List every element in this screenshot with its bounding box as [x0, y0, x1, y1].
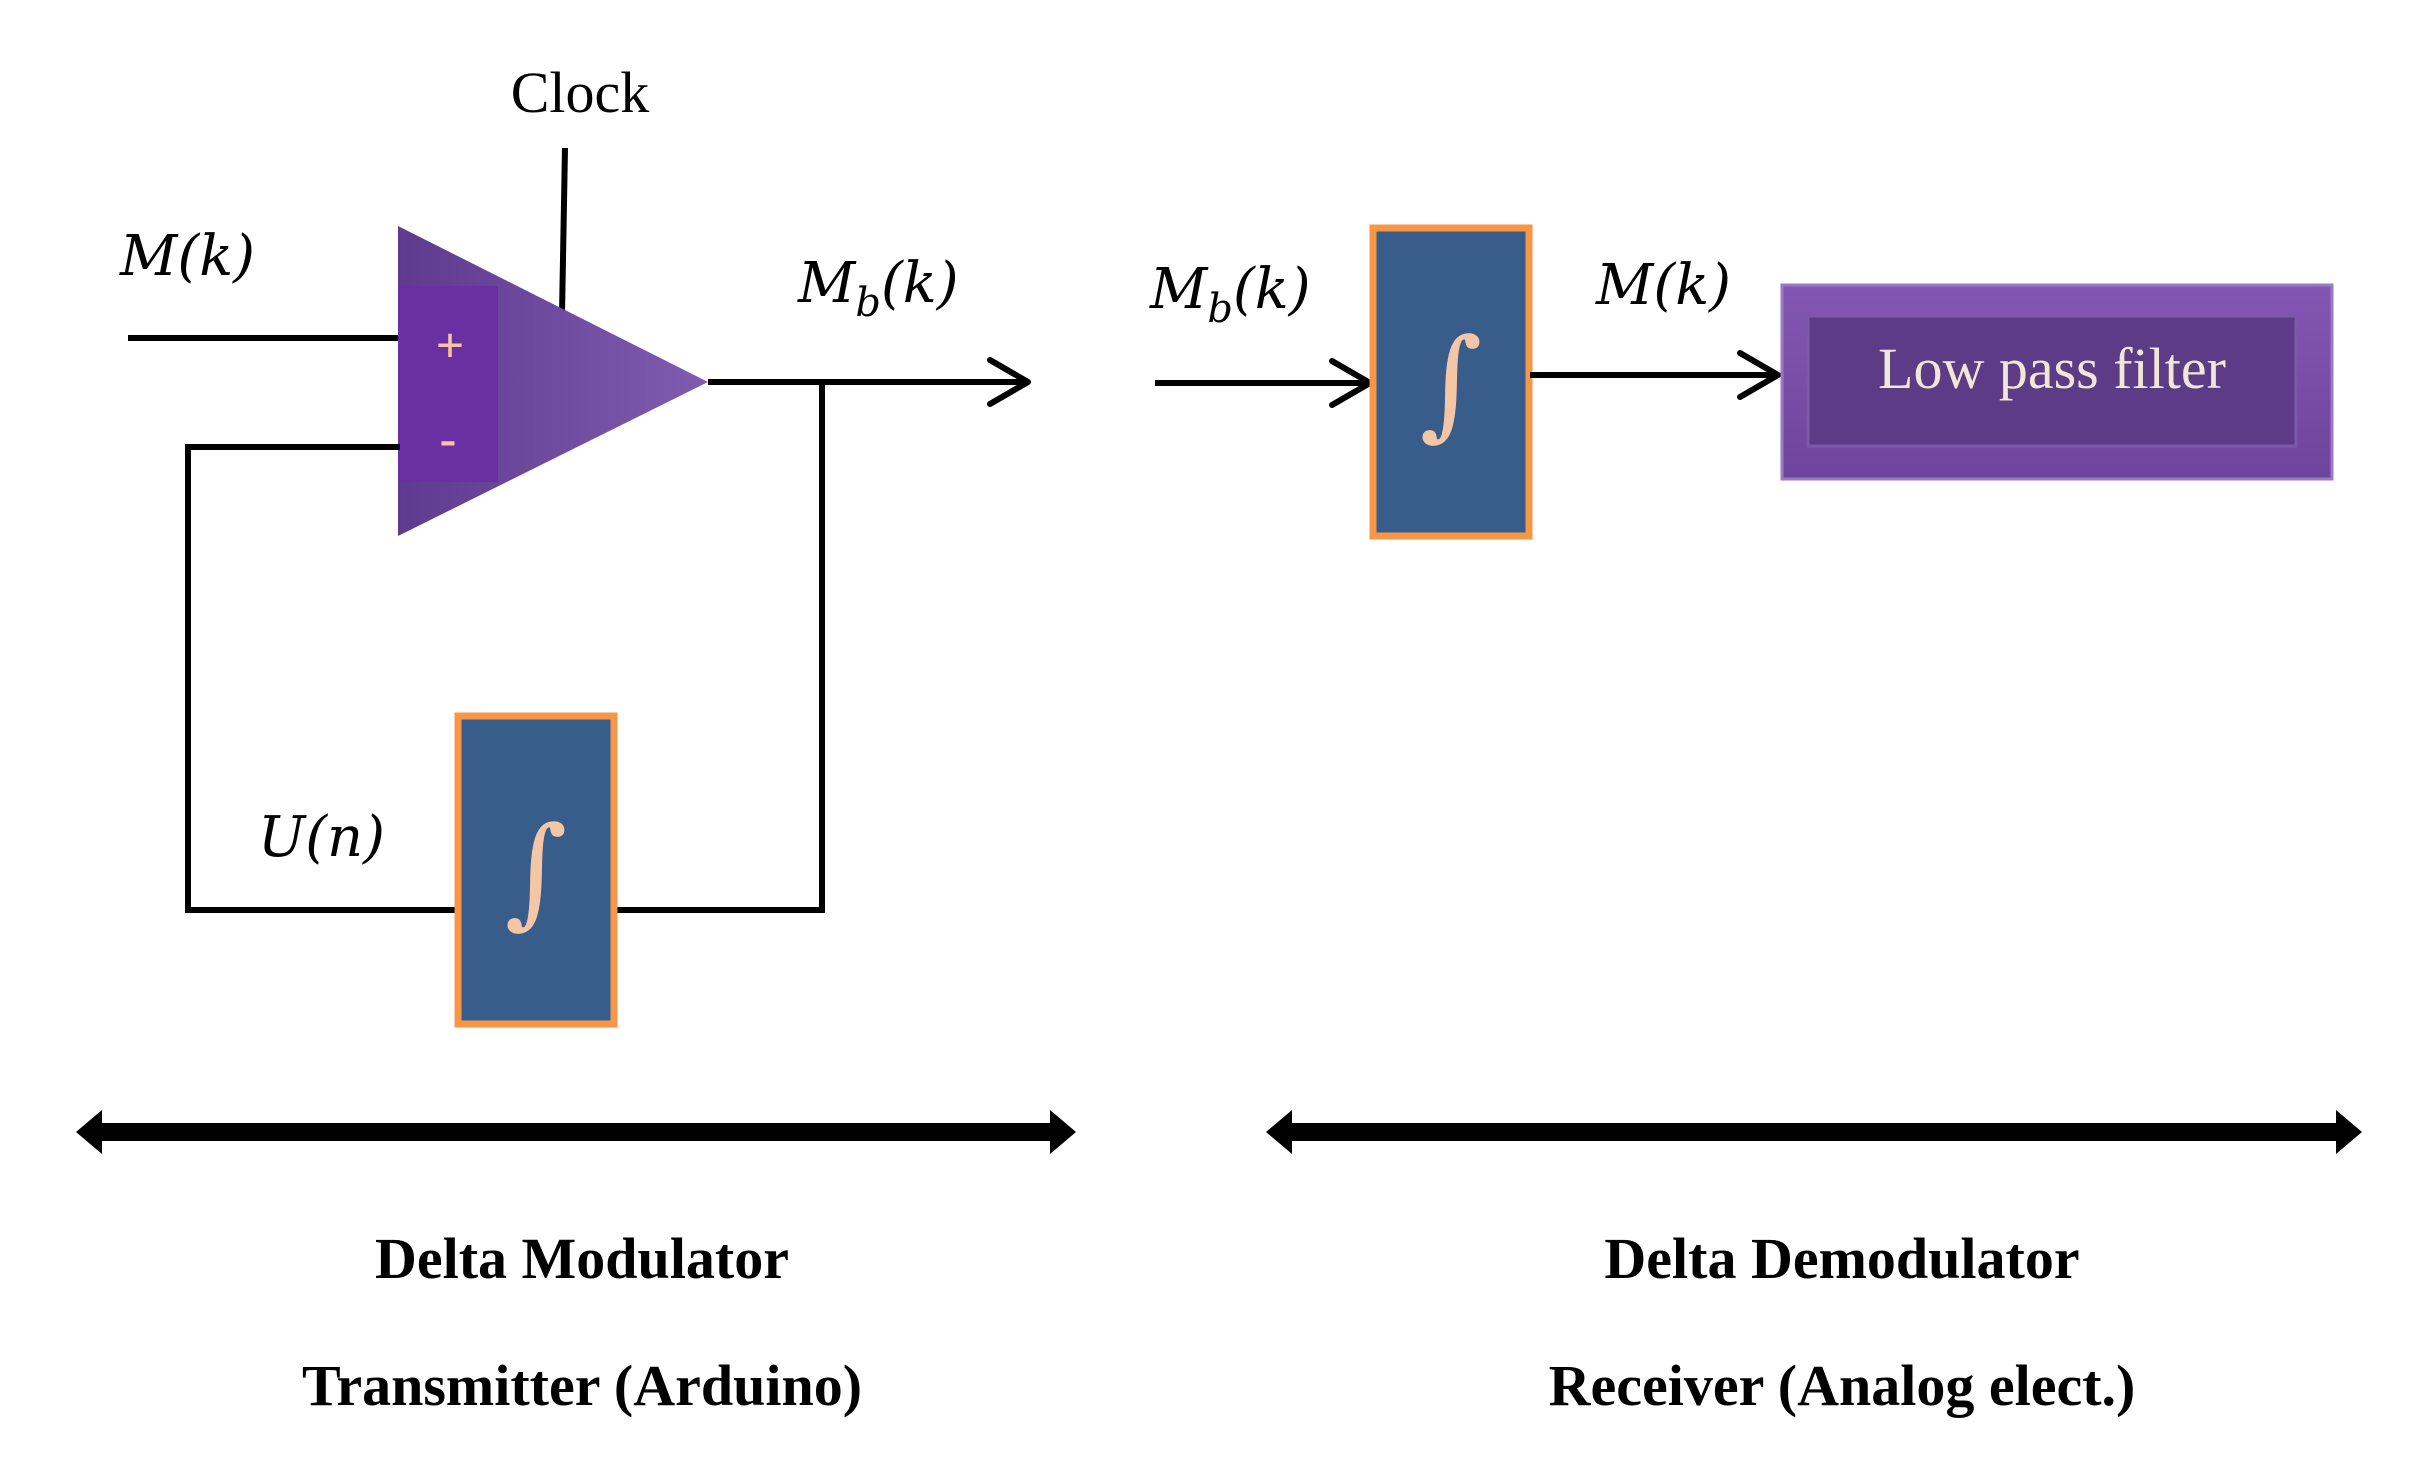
clock-line [559, 147, 568, 315]
demodulator-integrator [1369, 224, 1533, 540]
demodulator-subtitle: Receiver (Analog elect.) [1549, 1353, 2136, 1418]
feedback-integral-symbol: ∫ [505, 802, 568, 941]
input-signal-label: M(k) [119, 224, 255, 289]
low-pass-filter-inner [1806, 314, 2298, 448]
comparator-inputs-box [398, 286, 498, 482]
modulator-output-arrowhead [987, 357, 1031, 407]
mod-output-main: M [797, 251, 857, 316]
demodulator-title: Delta Demodulator [1604, 1226, 2079, 1291]
modulator-output-label: Mb(k) [797, 251, 959, 326]
integrator-to-filter-arrowhead [1737, 350, 1781, 400]
modulator-title: Delta Modulator [375, 1226, 789, 1291]
integrator-output-label: M(k) [1595, 253, 1731, 318]
plus-sign: + [436, 317, 465, 373]
demodulator-span-arrow [1266, 1110, 2362, 1154]
feedback-label: U(n) [258, 805, 385, 870]
feedback-integrator [454, 712, 618, 1028]
demod-input-arg: (k) [1233, 257, 1311, 322]
minus-sign: - [440, 410, 457, 466]
clock-label: Clock [511, 60, 650, 125]
demodulator-input-label: Mb(k) [1149, 257, 1311, 332]
feedback-wire-right [615, 382, 825, 913]
demod-input-main: M [1149, 257, 1209, 322]
low-pass-filter-label: Low pass filter [1878, 336, 2226, 401]
modulator-span-arrow [76, 1110, 1076, 1154]
mod-output-sub: b [855, 280, 881, 326]
demod-input-sub: b [1207, 286, 1233, 332]
demodulator-integral-symbol: ∫ [1420, 314, 1483, 453]
mod-output-arg: (k) [881, 251, 959, 316]
feedback-wire-left [185, 444, 460, 913]
modulator-subtitle: Transmitter (Arduino) [302, 1353, 862, 1418]
